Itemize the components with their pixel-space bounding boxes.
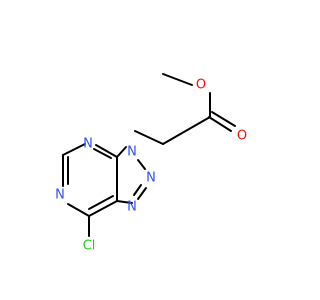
bond-ch2-n1 bbox=[134, 130, 164, 145]
atom-n-pyrimidine-left: N bbox=[55, 188, 65, 203]
atom-o-carbonyl: O bbox=[237, 129, 247, 144]
molecule-structure: O O N N N N N Cl bbox=[55, 73, 247, 254]
atom-n-pyrimidine-top: N bbox=[83, 137, 93, 152]
bond-n-left-c-cl bbox=[67, 203, 90, 217]
bond-c-cl-c-fused-b bbox=[88, 195, 114, 210]
atom-n2: N bbox=[146, 171, 156, 186]
bond-c-fused-n-top bbox=[95, 144, 118, 158]
bond-carbonyl-c-o-a bbox=[208, 116, 232, 132]
bond-n3-c-fused bbox=[116, 200, 133, 204]
bond-n-top-ch bbox=[62, 143, 86, 156]
bond-methyl-o bbox=[162, 73, 193, 86]
bond-n2-n3-b bbox=[133, 184, 142, 196]
bond-n2-n3-a bbox=[137, 187, 147, 200]
bond-c-fused-n1 bbox=[116, 146, 127, 158]
atom-cl: Cl bbox=[83, 239, 96, 254]
atom-n1: N bbox=[127, 145, 137, 160]
atom-o-ether: O bbox=[196, 78, 206, 93]
bond-c-fused-n-top-b bbox=[93, 148, 112, 159]
bond-carbonyl-c-o-b bbox=[211, 111, 236, 127]
bond-n1-n2 bbox=[137, 159, 146, 170]
bond-c-cl-c-fused-a bbox=[88, 200, 118, 217]
bond-carbonyl-c-ch2 bbox=[162, 116, 211, 145]
atom-n3: N bbox=[127, 200, 137, 215]
